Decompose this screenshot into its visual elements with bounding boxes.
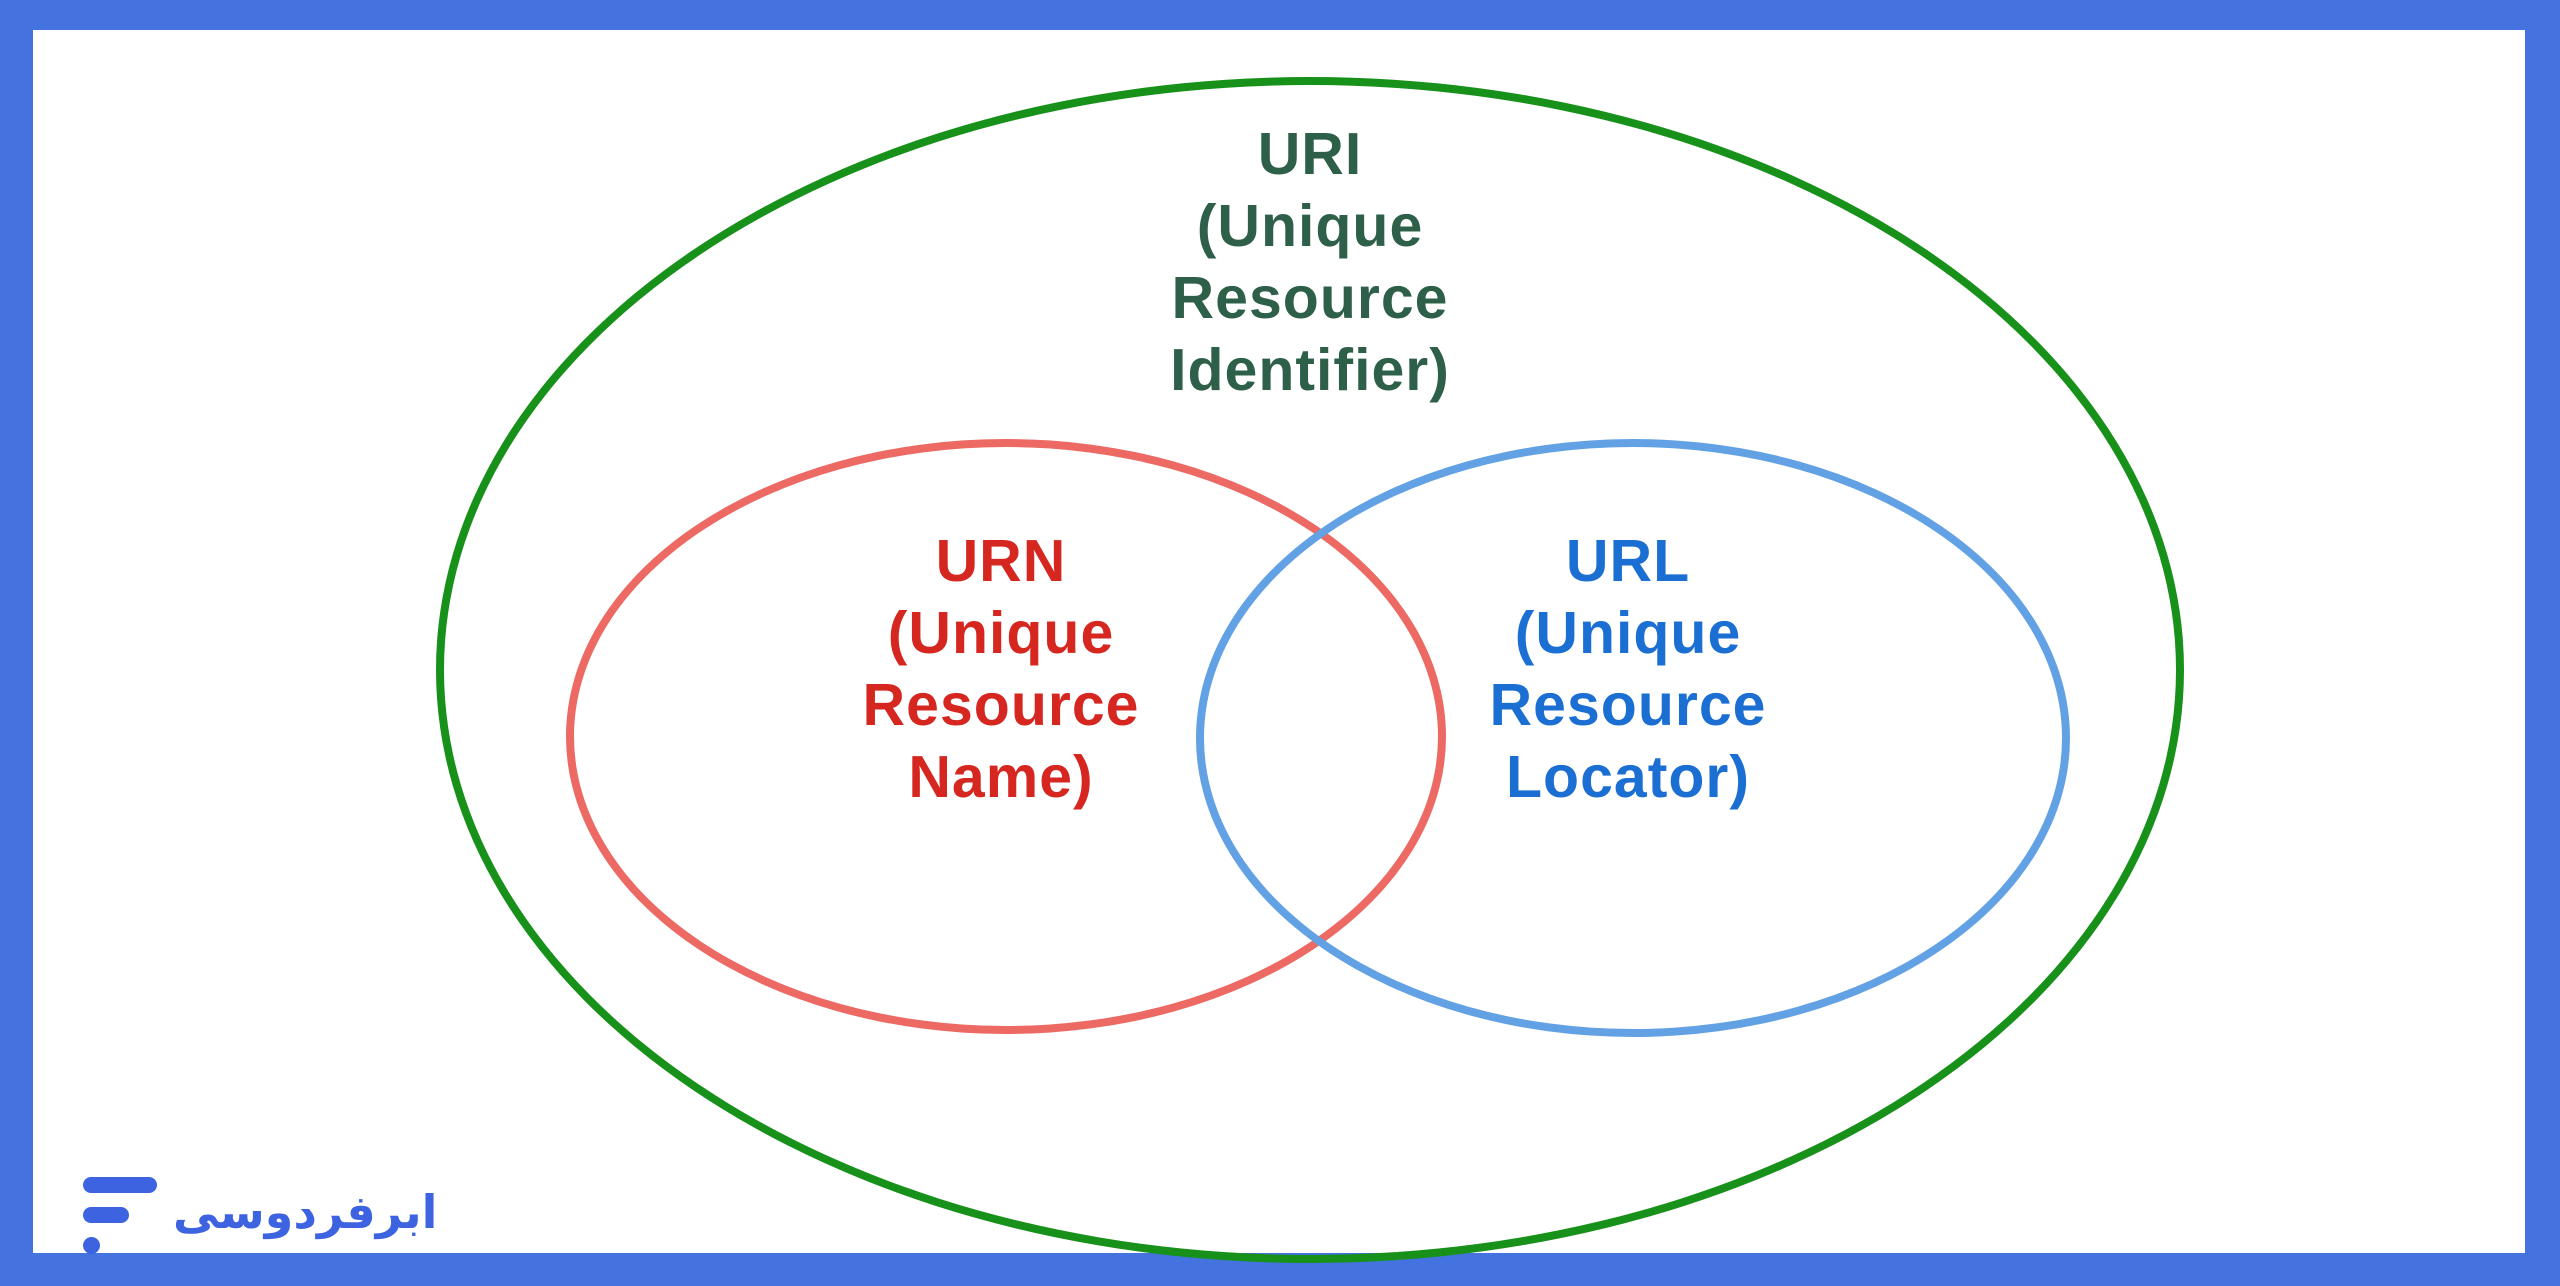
logo-bar-top: [83, 1177, 157, 1193]
brand-logo: ابرفردوسی: [83, 1177, 437, 1254]
uri-label-line1: URI: [1257, 121, 1363, 187]
diagram-canvas: URI (Unique Resource Identifier) URN (Un…: [33, 30, 2525, 1263]
brand-name: ابرفردوسی: [173, 1185, 438, 1239]
url-label-line1: URL: [1565, 528, 1691, 594]
urn-label-line4: Name): [908, 744, 1094, 810]
logo-bar-middle: [83, 1207, 129, 1223]
url-label-line4: Locator): [1506, 744, 1750, 810]
url-label: URL (Unique Resource Locator): [1490, 525, 1767, 813]
url-label-line3: Resource: [1489, 672, 1767, 738]
uri-label-line3: Resource: [1171, 265, 1449, 331]
uri-label-line2: (Unique: [1196, 193, 1424, 259]
three-bars-logo-icon: [83, 1177, 157, 1254]
urn-label-line1: URN: [935, 528, 1067, 594]
urn-label-line3: Resource: [862, 672, 1140, 738]
url-label-line2: (Unique: [1514, 600, 1742, 666]
uri-label: URI (Unique Resource Identifier): [1170, 118, 1450, 406]
uri-label-line4: Identifier): [1170, 337, 1450, 403]
logo-dot: [83, 1237, 100, 1254]
url-ellipse: [1196, 439, 2070, 1037]
urn-label-line2: (Unique: [887, 600, 1115, 666]
uri-ellipse: [436, 77, 2184, 1263]
urn-label: URN (Unique Resource Name): [863, 525, 1140, 813]
